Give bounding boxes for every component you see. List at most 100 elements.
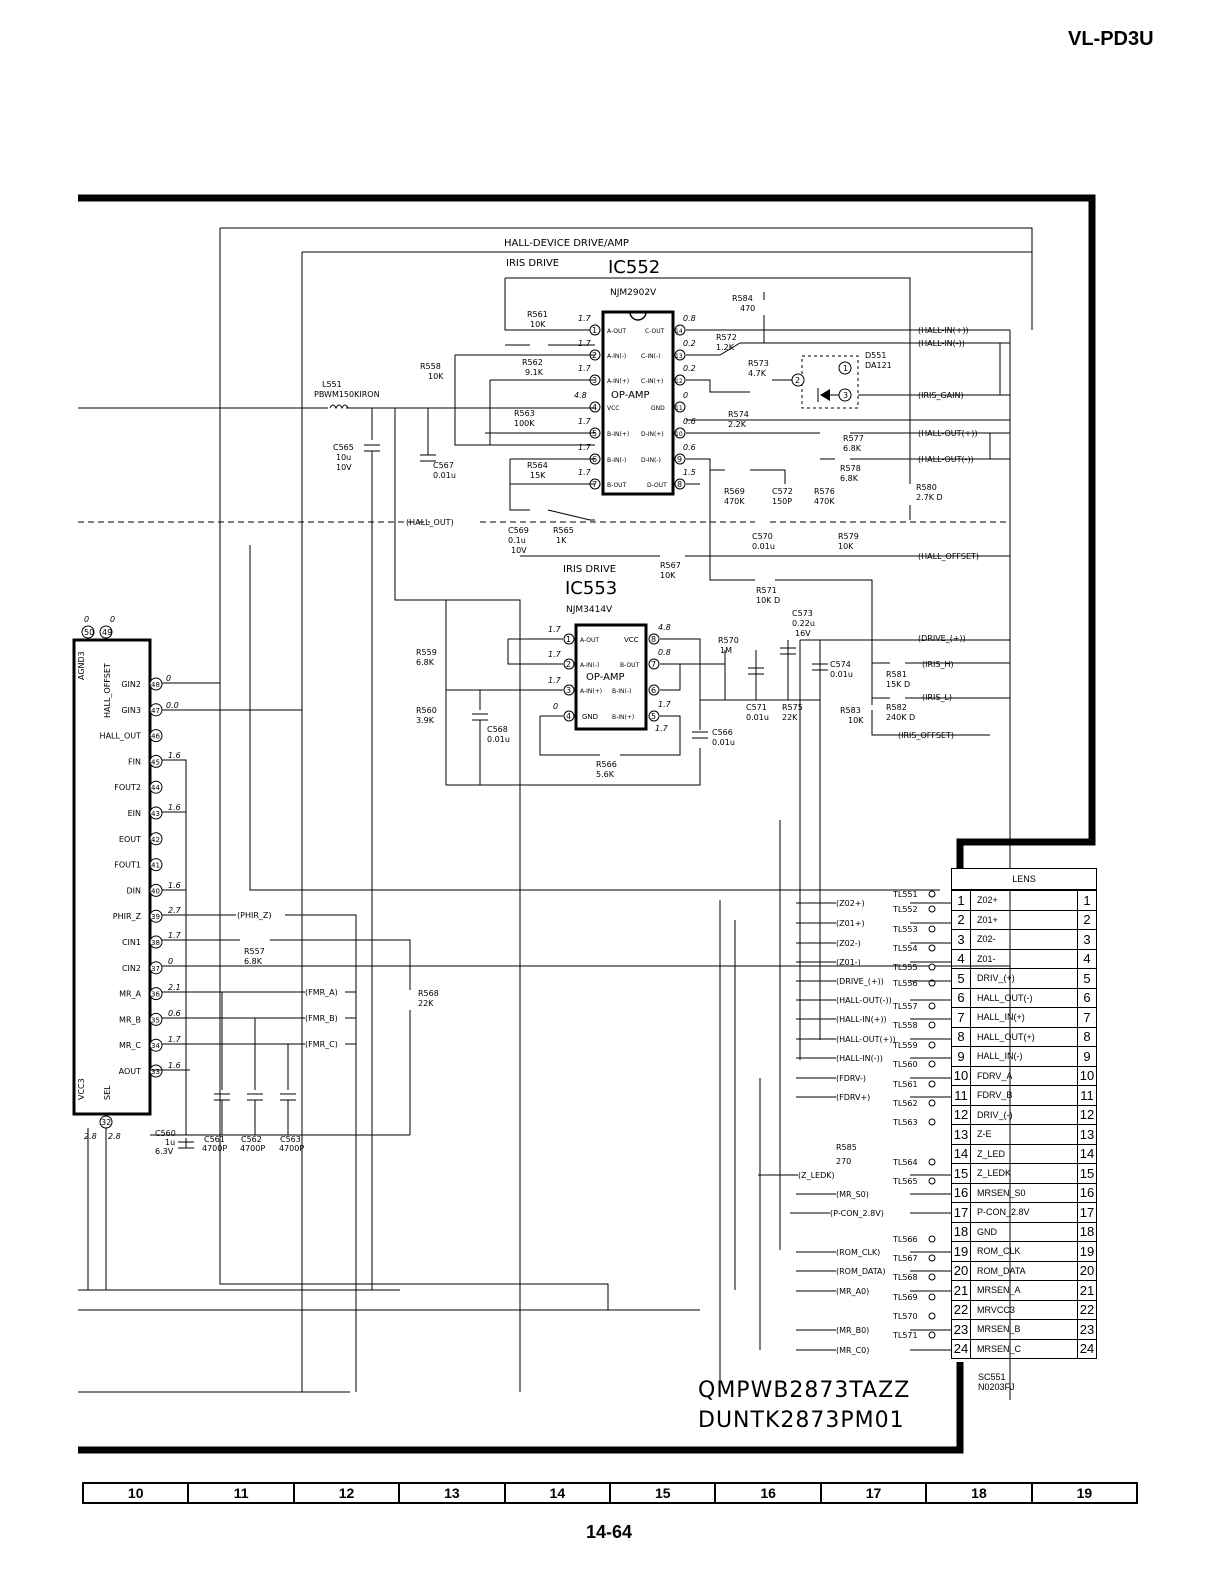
connector-net-label: (ROM_CLK) bbox=[836, 1248, 880, 1257]
pin-signal: HALL_OUT(-) bbox=[970, 987, 1078, 1008]
main-ic-pin-name: MR_B bbox=[119, 1015, 141, 1024]
svg-text:0.6: 0.6 bbox=[683, 417, 696, 426]
test-point-label: TL553 bbox=[892, 925, 918, 934]
main-ic-pin-name: PHIR_Z bbox=[113, 912, 142, 921]
svg-text:4700P: 4700P bbox=[279, 1144, 304, 1153]
grid-col-11: 11 bbox=[189, 1484, 295, 1502]
pin-signal: DRIV_(-) bbox=[970, 1104, 1078, 1125]
ic552-function: OP-AMP bbox=[611, 390, 650, 401]
test-point-icon bbox=[928, 1331, 936, 1339]
pin-number: 10 bbox=[951, 1065, 971, 1086]
svg-text:VCC3: VCC3 bbox=[77, 1078, 86, 1100]
svg-text:2: 2 bbox=[795, 376, 800, 385]
pin-number: 10 bbox=[1077, 1065, 1097, 1086]
main-ic-pin-number: 44 bbox=[151, 784, 160, 792]
pin-number: 5 bbox=[1077, 968, 1097, 989]
pin-signal: Z02- bbox=[970, 929, 1078, 950]
pin-signal: ROM_CLK bbox=[970, 1241, 1078, 1262]
pin-number: 7 bbox=[1077, 1007, 1097, 1028]
svg-text:0.8: 0.8 bbox=[658, 648, 671, 657]
svg-text:R583: R583 bbox=[840, 706, 861, 715]
svg-text:0: 0 bbox=[683, 391, 688, 400]
svg-text:1: 1 bbox=[843, 364, 848, 373]
svg-text:3: 3 bbox=[566, 686, 571, 695]
svg-text:1.2K: 1.2K bbox=[716, 343, 735, 352]
svg-text:(HALL-IN(+)): (HALL-IN(+)) bbox=[918, 326, 969, 335]
test-point-icon bbox=[928, 905, 936, 913]
test-point-icon bbox=[928, 963, 936, 971]
svg-text:1.6: 1.6 bbox=[168, 803, 181, 812]
main-ic-pin-name: HALL_OUT bbox=[100, 732, 142, 741]
svg-text:DA121: DA121 bbox=[865, 361, 892, 370]
pin-signal: Z01- bbox=[970, 948, 1078, 969]
connector-net-label: (Z_LEDK) bbox=[798, 1171, 835, 1180]
grid-col-15: 15 bbox=[611, 1484, 717, 1502]
pin-number: 16 bbox=[1077, 1182, 1097, 1203]
pin-signal: MRSEN_B bbox=[970, 1319, 1078, 1340]
svg-text:C571: C571 bbox=[746, 703, 767, 712]
svg-text:0.2: 0.2 bbox=[683, 339, 696, 348]
ic553-ref: IC553 bbox=[565, 578, 617, 599]
connector-ref: SC551 N0203FJ bbox=[978, 1372, 1015, 1392]
svg-text:1.7: 1.7 bbox=[168, 1035, 182, 1044]
svg-text:1: 1 bbox=[592, 326, 597, 335]
svg-text:0: 0 bbox=[84, 615, 89, 624]
main-ic-pin-number: 41 bbox=[151, 862, 160, 870]
svg-text:A-OUT: A-OUT bbox=[607, 328, 626, 335]
test-point-icon bbox=[928, 890, 936, 898]
test-point-label: TL552 bbox=[892, 905, 918, 914]
test-point-icon bbox=[928, 1099, 936, 1107]
connector-net-label: (ROM_DATA) bbox=[836, 1267, 886, 1276]
svg-text:6.8K: 6.8K bbox=[843, 444, 862, 453]
test-point-label: TL560 bbox=[892, 1060, 918, 1069]
svg-text:R563: R563 bbox=[514, 409, 535, 418]
connector-net-label: (P-CON_2.8V) bbox=[830, 1209, 884, 1218]
pin-number: 15 bbox=[951, 1163, 971, 1184]
ic553-function: OP-AMP bbox=[586, 672, 625, 683]
pin-number: 11 bbox=[951, 1085, 971, 1106]
svg-text:1.7: 1.7 bbox=[578, 417, 592, 426]
main-ic-pin-46 bbox=[149, 729, 163, 743]
pwb-part-number: QMPWB2873TAZZ bbox=[698, 1378, 911, 1403]
ic552-right-pins: 14 13 12 11 10 9 8 C-OUT C-IN(-) C-IN(+)… bbox=[641, 314, 696, 490]
pin-signal: MRSEN_S0 bbox=[970, 1182, 1078, 1203]
svg-text:(PHIR_Z): (PHIR_Z) bbox=[237, 911, 271, 920]
pin-signal: Z01+ bbox=[970, 909, 1078, 930]
svg-text:3.9K: 3.9K bbox=[416, 716, 435, 725]
svg-text:470K: 470K bbox=[724, 497, 745, 506]
pin-number: 6 bbox=[951, 987, 971, 1008]
svg-text:49: 49 bbox=[102, 628, 112, 637]
test-point-icon bbox=[928, 1177, 936, 1185]
pin-number: 11 bbox=[1077, 1085, 1097, 1106]
svg-text:10K: 10K bbox=[660, 571, 676, 580]
svg-text:(DRIVE_(+)): (DRIVE_(+)) bbox=[918, 634, 966, 643]
connector-net-label: (Z02+) bbox=[836, 899, 865, 908]
pin-number: 9 bbox=[951, 1046, 971, 1067]
main-ic-pin-41 bbox=[149, 858, 163, 872]
pin-number: 7 bbox=[951, 1007, 971, 1028]
pin-number: 17 bbox=[1077, 1202, 1097, 1223]
svg-text:D-OUT: D-OUT bbox=[647, 482, 667, 489]
main-ic-pin-name: MR_A bbox=[119, 990, 141, 999]
svg-text:A-OUT: A-OUT bbox=[580, 637, 599, 644]
svg-text:C-IN(-): C-IN(-) bbox=[641, 353, 660, 360]
main-ic-pin-45 bbox=[149, 754, 163, 768]
svg-text:6.3V: 6.3V bbox=[155, 1147, 174, 1156]
svg-text:(HALL_OFFSET): (HALL_OFFSET) bbox=[918, 552, 979, 561]
grid-col-14: 14 bbox=[506, 1484, 612, 1502]
connector-net-label: (FDRV+) bbox=[836, 1093, 870, 1102]
svg-text:50: 50 bbox=[84, 628, 94, 637]
test-point-label: TL561 bbox=[892, 1080, 918, 1089]
svg-text:R564: R564 bbox=[527, 461, 548, 470]
svg-text:6.8K: 6.8K bbox=[244, 957, 263, 966]
main-ic-pin-34 bbox=[149, 1038, 163, 1052]
svg-text:C567: C567 bbox=[433, 461, 454, 470]
svg-text:0: 0 bbox=[168, 957, 173, 966]
svg-text:0: 0 bbox=[553, 702, 558, 711]
